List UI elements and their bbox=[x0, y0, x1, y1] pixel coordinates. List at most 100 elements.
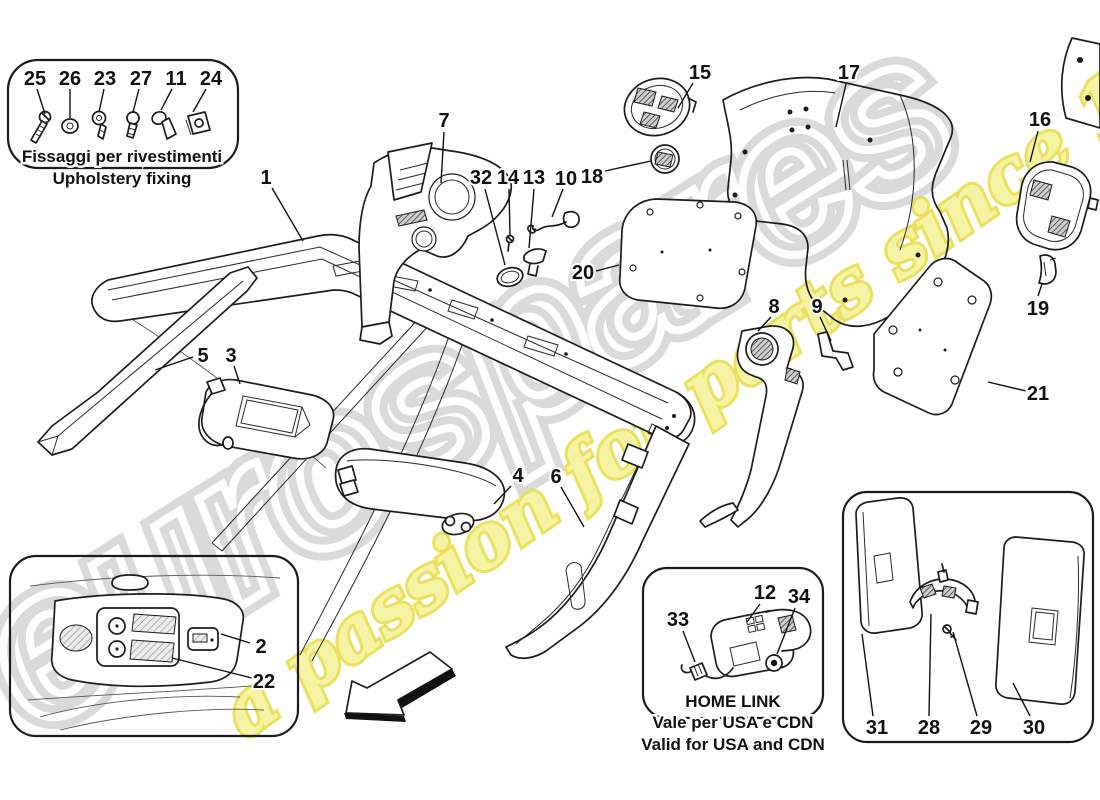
callout-6[interactable]: 6 bbox=[548, 464, 563, 490]
part-32-pad bbox=[496, 266, 524, 288]
callout-21[interactable]: 21 bbox=[1025, 381, 1051, 407]
part-7-pillar-upper-trim bbox=[358, 142, 512, 345]
callout-20[interactable]: 20 bbox=[570, 260, 596, 286]
left-vent-grille bbox=[59, 624, 93, 652]
callout-4[interactable]: 4 bbox=[510, 463, 526, 489]
callout-28[interactable]: 28 bbox=[916, 715, 942, 741]
callout-leader-6 bbox=[560, 486, 585, 528]
callout-10[interactable]: 10 bbox=[553, 166, 579, 192]
bolt-icon bbox=[151, 110, 177, 140]
callout-13[interactable]: 13 bbox=[521, 165, 547, 191]
callout-5[interactable]: 5 bbox=[195, 343, 210, 369]
callout-22[interactable]: 22 bbox=[251, 669, 277, 695]
callout-18[interactable]: 18 bbox=[579, 164, 605, 190]
callout-8[interactable]: 8 bbox=[766, 294, 781, 320]
callout-leader-30 bbox=[1012, 682, 1031, 717]
callout-leader-25 bbox=[36, 88, 46, 115]
part-16-speaker-grille bbox=[1015, 161, 1099, 251]
part-28-bracket bbox=[909, 563, 979, 615]
callout-leader-18 bbox=[604, 160, 652, 172]
callout-17[interactable]: 17 bbox=[836, 60, 862, 86]
callout-25[interactable]: 25 bbox=[22, 66, 48, 92]
callout-leader-33 bbox=[682, 630, 696, 663]
part-20-panel bbox=[618, 198, 758, 310]
callout-23[interactable]: 23 bbox=[92, 66, 118, 92]
callout-leader-1 bbox=[271, 187, 304, 242]
callout-19[interactable]: 19 bbox=[1025, 296, 1051, 322]
part-31-trim-panel bbox=[855, 497, 923, 634]
callout-leader-34 bbox=[776, 607, 796, 655]
interior-light-box bbox=[8, 554, 300, 738]
direction-arrow bbox=[344, 651, 456, 722]
callout-leader-12 bbox=[746, 603, 761, 623]
callout-leader-27 bbox=[132, 88, 140, 113]
rivet-icon bbox=[126, 111, 140, 139]
callout-26[interactable]: 26 bbox=[57, 66, 83, 92]
callout-leader-21 bbox=[987, 381, 1027, 392]
callout-7[interactable]: 7 bbox=[436, 108, 451, 134]
callout-leader-4 bbox=[493, 485, 512, 505]
part-30-trim-panel bbox=[995, 536, 1085, 705]
grommet-icon bbox=[61, 118, 79, 134]
part-6-pillar-trim bbox=[505, 425, 690, 660]
callout-15[interactable]: 15 bbox=[687, 60, 713, 86]
callout-leader-8 bbox=[757, 316, 772, 332]
lamp-lens-lower bbox=[129, 639, 175, 663]
part-13-bracket bbox=[523, 248, 547, 277]
callout-2[interactable]: 2 bbox=[253, 634, 268, 660]
upholstery-fixings-box: Fissaggi per rivestimenti Upholstery fix… bbox=[6, 58, 240, 191]
callout-11[interactable]: 11 bbox=[163, 66, 188, 92]
callout-33[interactable]: 33 bbox=[665, 607, 691, 633]
callout-leader-5 bbox=[154, 356, 194, 371]
callout-leader-19 bbox=[1037, 283, 1043, 297]
homelink-title: HOME LINK bbox=[685, 692, 781, 711]
callout-34[interactable]: 34 bbox=[786, 584, 813, 610]
homelink-line-english: Valid for USA and CDN bbox=[641, 735, 825, 754]
part-5-a-pillar-trim bbox=[37, 266, 258, 456]
callout-leader-16 bbox=[1029, 130, 1039, 163]
callout-30[interactable]: 30 bbox=[1021, 715, 1047, 741]
part-4-sun-visor bbox=[334, 447, 506, 536]
washer-screw-icon bbox=[91, 110, 107, 140]
callout-leader-3 bbox=[233, 365, 241, 385]
callout-32[interactable]: 32 bbox=[468, 165, 494, 191]
callout-3[interactable]: 3 bbox=[223, 343, 238, 369]
callout-leader-14 bbox=[508, 188, 511, 236]
callout-27[interactable]: 27 bbox=[128, 66, 154, 92]
callout-9[interactable]: 9 bbox=[809, 294, 824, 320]
homelink-box: HOME LINK Vale per USA e CDN Valid for U… bbox=[639, 566, 827, 757]
callout-24[interactable]: 24 bbox=[198, 66, 225, 92]
part-3-sun-visor-mirror bbox=[198, 377, 335, 460]
callout-14[interactable]: 14 bbox=[495, 165, 522, 191]
callout-leader-2 bbox=[220, 633, 251, 644]
pillar-trim-box bbox=[841, 490, 1095, 744]
callout-29[interactable]: 29 bbox=[968, 715, 994, 741]
callout-12[interactable]: 12 bbox=[752, 580, 778, 606]
callout-leader-31 bbox=[861, 633, 874, 717]
callout-leader-32 bbox=[484, 188, 506, 266]
fixings-title-english: Upholstery fixing bbox=[53, 169, 192, 188]
callout-leader-24 bbox=[192, 88, 207, 113]
light-unit bbox=[96, 607, 180, 667]
callout-31[interactable]: 31 bbox=[864, 715, 890, 741]
callout-leader-22 bbox=[171, 657, 253, 679]
part-8-belt-pillar-trim bbox=[699, 325, 804, 528]
homelink-transmitter bbox=[680, 608, 812, 681]
callout-leader-17 bbox=[835, 83, 847, 128]
callout-1[interactable]: 1 bbox=[258, 165, 273, 191]
part-21-panel bbox=[872, 257, 993, 416]
callout-leader-23 bbox=[98, 88, 105, 113]
part-19-clip bbox=[1038, 254, 1057, 285]
part-17-corner-panel bbox=[1060, 37, 1100, 129]
part-18-small-grille bbox=[650, 144, 680, 174]
fixings-title-italian: Fissaggi per rivestimenti bbox=[22, 147, 222, 166]
callout-leader-9 bbox=[819, 316, 832, 342]
callout-16[interactable]: 16 bbox=[1027, 107, 1053, 133]
callout-leader-10 bbox=[551, 188, 564, 218]
part-15-speaker-grille bbox=[623, 77, 697, 137]
callout-leader-7 bbox=[440, 131, 445, 184]
grommet-34 bbox=[765, 654, 783, 672]
